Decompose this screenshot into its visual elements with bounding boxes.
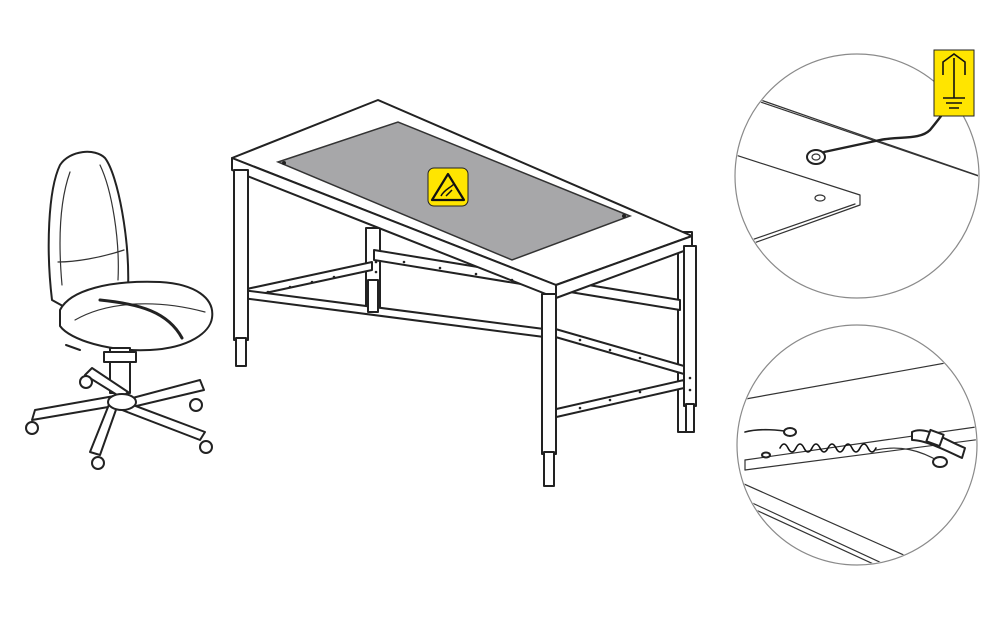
ground-connection-detail: [734, 49, 980, 299]
stretcher-holes: [266, 260, 692, 410]
workbench-front-legs: [233, 169, 697, 487]
workbench: [231, 99, 697, 487]
chair-casters: [25, 375, 213, 470]
chair-base: [31, 367, 206, 456]
wrist-strap-detail: [736, 324, 978, 566]
chair-seat: [59, 280, 214, 352]
ground-symbol-icon: [933, 49, 975, 117]
esd-warning-icon: [427, 167, 469, 207]
chair: [25, 150, 214, 470]
